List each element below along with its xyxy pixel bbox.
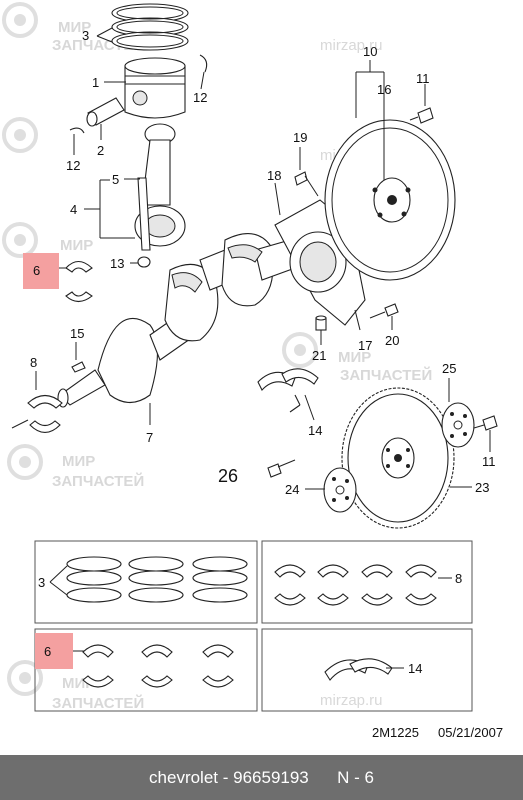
diagram-date: 05/21/2007 [438, 725, 503, 740]
kit-main-bearings [274, 564, 437, 606]
kit-rings [66, 556, 248, 603]
kit-box-rod-bearings [34, 628, 258, 712]
diagram-code: 2M1225 [372, 725, 419, 740]
callout-1: 1 [92, 75, 99, 90]
highlight-box-6-upper [23, 253, 59, 289]
watermark-logo-icon [2, 117, 38, 153]
callout-26: 26 [218, 466, 238, 486]
snap-ring-right [199, 54, 208, 73]
watermark-logo-icon [7, 444, 43, 480]
kit-box-rings [34, 540, 258, 624]
main-bearing-left [27, 394, 63, 434]
watermark-site: mirzap.ru [320, 692, 383, 709]
footer-brand: chevrolet [149, 767, 219, 787]
callout-7: 7 [146, 430, 153, 445]
callout-6-lower: 6 [44, 644, 51, 659]
callout-15: 15 [70, 326, 84, 341]
reinforcement-plate-24 [323, 467, 357, 513]
snap-ring-left [69, 127, 85, 134]
reinforcement-plate-25 [441, 402, 475, 448]
bolt-20 [369, 303, 399, 319]
highlight-box-6-lower [35, 633, 73, 669]
watermark-brand-line2: ЗАПЧАСТЕЙ [52, 694, 144, 712]
callout-5: 5 [112, 172, 119, 187]
callout-18: 18 [267, 168, 281, 183]
watermark-brand-line1: МИР [62, 453, 95, 470]
thrust-washers [257, 368, 319, 413]
callout-20: 20 [385, 333, 399, 348]
callout-3-kit: 3 [38, 575, 45, 590]
watermark-group: МИР ЗАПЧАСТЕЙ mirzap.ru mirzap.ru МИР МИ… [2, 2, 432, 712]
piston-pin [86, 97, 125, 127]
flexplate-bolt-26 [267, 459, 296, 478]
callout-19: 19 [293, 130, 307, 145]
kit-rod-bearings [82, 644, 234, 688]
kit-thrust-washers [324, 658, 393, 681]
callout-23: 23 [475, 480, 489, 495]
callout-14: 14 [308, 423, 322, 438]
flexplate-bolt [473, 415, 498, 431]
callout-11-bottom: 11 [482, 454, 496, 469]
watermark-logo-icon [2, 222, 38, 258]
callout-12-left: 12 [66, 158, 80, 173]
piston [124, 57, 186, 119]
callout-25: 25 [442, 361, 456, 376]
kit-box-main-bearings [261, 540, 473, 624]
watermark-logo-icon [2, 2, 38, 38]
callout-21: 21 [312, 348, 326, 363]
flywheel [324, 119, 456, 281]
kit-box-thrust-washers [261, 628, 473, 712]
exploded-parts-diagram: МИР ЗАПЧАСТЕЙ mirzap.ru mirzap.ru МИР МИ… [2, 2, 503, 740]
bolt-19 [294, 171, 319, 197]
piston-rings [111, 3, 189, 51]
watermark-logo-icon [282, 332, 318, 368]
crankshaft [57, 233, 296, 408]
woodruff-key [71, 361, 86, 373]
callout-24: 24 [285, 482, 299, 497]
callout-4: 4 [70, 202, 77, 217]
footer-bar: chevrolet - 96659193 N - 6 [0, 755, 523, 800]
watermark-site: mirzap.ru [320, 37, 383, 54]
callout-10: 10 [363, 44, 377, 59]
watermark-brand-line1: МИР [58, 19, 91, 36]
watermark-logo-icon [7, 660, 43, 696]
flywheel-bolt [409, 107, 434, 124]
watermark-brand-line1: МИР [338, 349, 371, 366]
callout-13: 13 [110, 256, 124, 271]
footer-position: N - 6 [337, 767, 374, 787]
callout-17: 17 [358, 338, 372, 353]
ring-gear-flexplate [341, 387, 455, 529]
callout-8-kit: 8 [455, 571, 462, 586]
watermark-brand-line2: ЗАПЧАСТЕЙ [52, 472, 144, 490]
callout-14-kit: 14 [408, 661, 422, 676]
callout-11-top: 11 [416, 71, 430, 86]
watermark-brand-line1: МИР [60, 237, 93, 254]
rod-nut [137, 256, 151, 268]
connecting-rod [134, 123, 186, 251]
callout-6-upper: 6 [33, 263, 40, 278]
callout-2: 2 [97, 143, 104, 158]
callout-12-right: 12 [193, 90, 207, 105]
callout-3: 3 [82, 28, 89, 43]
dowel-pin [315, 315, 327, 331]
watermark-brand-line2: ЗАПЧАСТЕЙ [340, 366, 432, 384]
callout-16: 16 [377, 82, 391, 97]
rod-bearing-upper [65, 260, 93, 303]
callout-8: 8 [30, 355, 37, 370]
footer-part-number: 96659193 [233, 767, 309, 787]
